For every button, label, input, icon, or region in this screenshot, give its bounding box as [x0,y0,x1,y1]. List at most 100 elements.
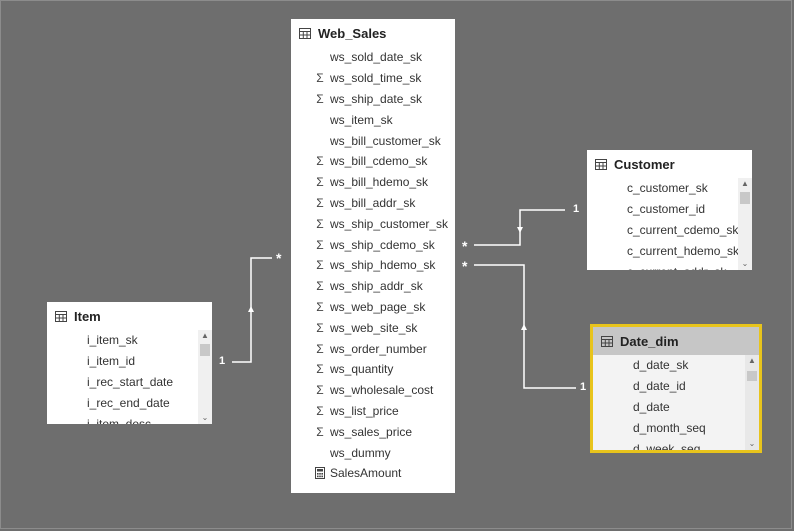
field-name: ws_list_price [330,403,399,418]
field-row[interactable]: d_month_seq [593,417,759,438]
field-name: i_item_id [87,354,136,369]
field-name: d_date [633,399,670,414]
scroll-up-icon[interactable]: ▲ [201,331,209,340]
sum-icon: Σ [316,258,324,273]
cardinality-date-dim-many: * [462,258,468,274]
table-header[interactable]: Date_dim [593,327,759,355]
scroll-down-icon[interactable]: ⌄ [748,439,756,448]
sum-icon: Σ [316,216,324,231]
field-name: d_date_id [633,379,686,394]
scroll-down-icon[interactable]: ⌄ [741,259,749,268]
field-name: ws_quantity [330,362,394,377]
table-icon [601,335,613,347]
scrollbar-thumb[interactable] [747,371,757,381]
field-row[interactable]: c_current_hdemo_sk [587,240,752,261]
field-row[interactable]: i_rec_end_date [47,392,212,413]
field-list: i_item_sk i_item_id i_rec_start_date i_rec_… [47,330,212,424]
scrollbar-thumb[interactable] [740,192,750,204]
scrollbar[interactable]: ▲ ⌄ [738,178,752,270]
relationship-date-dim-direction-arrow [521,324,527,330]
table-title: Web_Sales [318,25,387,41]
table-icon [595,158,607,170]
field-row[interactable]: c_customer_id [587,199,752,220]
field-row[interactable]: d_date [593,397,759,418]
field-row[interactable]: SalesAmount [291,463,455,484]
field-row[interactable]: ws_sold_date_sk [291,47,455,68]
field-row[interactable]: i_item_id [47,351,212,372]
field-name: c_current_addr_sk [627,265,726,270]
field-row[interactable]: c_current_cdemo_sk [587,220,752,241]
field-name: ws_sold_time_sk [330,71,422,86]
table-title: Date_dim [620,333,679,349]
field-name: c_current_hdemo_sk [627,243,740,258]
scrollbar-thumb[interactable] [200,344,210,356]
cardinality-date-dim-one: 1 [580,381,587,393]
field-row[interactable]: i_rec_start_date [47,372,212,393]
field-row[interactable]: ws_dummy [291,442,455,463]
field-name: SalesAmount [330,466,402,481]
scrollbar[interactable]: ▲ ⌄ [198,330,212,424]
table-date-dim[interactable]: Date_dim d_date_sk d_date_id d_date d_month… [590,324,762,453]
sum-icon: Σ [316,279,324,294]
cardinality-item-many: * [276,250,282,266]
field-row[interactable]: i_item_desc [47,413,212,424]
sum-icon: Σ [316,175,324,190]
table-header[interactable]: Web_Sales [291,19,455,47]
field-row[interactable]: d_date_sk [593,355,759,376]
field-name: ws_bill_cdemo_sk [330,154,428,169]
table-header[interactable]: Item [47,302,212,330]
table-customer[interactable]: Customer c_customer_sk c_customer_id c_cur… [587,150,752,270]
cardinality-item-one: 1 [219,355,226,367]
field-name: ws_item_sk [330,112,393,127]
field-row[interactable]: c_customer_sk [587,178,752,199]
scroll-down-icon[interactable]: ⌄ [201,413,209,422]
scroll-up-icon[interactable]: ▲ [741,179,749,188]
field-name: d_week_seq [633,441,701,453]
field-name: c_current_cdemo_sk [627,222,739,237]
field-name: i_item_desc [87,416,152,424]
table-icon [299,27,311,39]
field-name: ws_sales_price [330,424,413,439]
table-header[interactable]: Customer [587,150,752,178]
table-icon [55,310,67,322]
field-row[interactable]: ws_bill_customer_sk [291,130,455,151]
field-name: ws_ship_date_sk [330,91,423,106]
field-row[interactable]: d_week_seq [593,438,759,453]
field-row[interactable]: c_current_addr_sk [587,261,752,270]
sum-icon: Σ [316,320,324,335]
scrollbar[interactable]: ▲ ⌄ [745,355,759,450]
field-name: ws_bill_customer_sk [330,133,441,148]
field-name: i_rec_end_date [87,395,170,410]
field-name: c_customer_sk [627,181,708,196]
field-name: ws_bill_hdemo_sk [330,175,429,190]
field-row[interactable]: ws_item_sk [291,109,455,130]
field-name: d_date_sk [633,358,689,373]
field-name: ws_dummy [330,445,391,460]
field-list: c_customer_sk c_customer_id c_current_cdem… [587,178,752,270]
field-row[interactable]: i_item_sk [47,330,212,351]
sum-icon: Σ [316,91,324,106]
sum-icon: Σ [316,154,324,169]
scroll-up-icon[interactable]: ▲ [748,356,756,365]
field-row[interactable]: d_date_id [593,376,759,397]
